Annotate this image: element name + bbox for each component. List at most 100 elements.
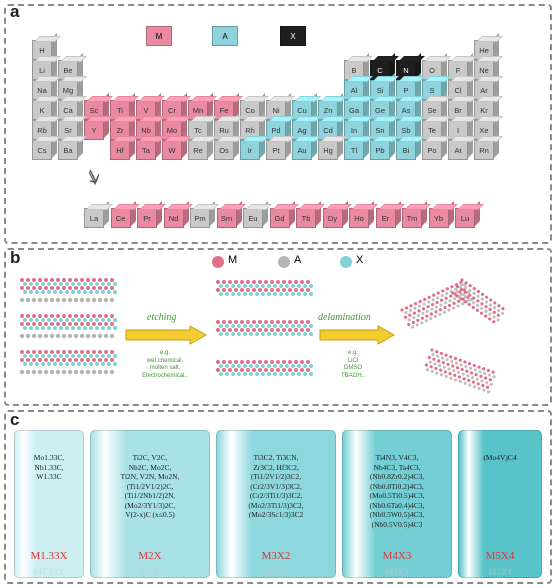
- a-atom: [73, 297, 79, 303]
- m-atom: [282, 288, 286, 292]
- flake-atom: [451, 291, 455, 295]
- flake-atom: [459, 292, 463, 296]
- composition-block-4: Ti4N3, V4C3,Nb4C3, Ta4C3,(Nb0.8Zr0.2)4C3…: [342, 430, 452, 578]
- x-atom: [101, 362, 105, 366]
- m-atom: [98, 350, 102, 354]
- flake-atom: [427, 355, 431, 360]
- m-atom: [74, 322, 78, 326]
- m-atom: [276, 288, 280, 292]
- flake-atom: [469, 371, 474, 375]
- flake-atom: [472, 296, 476, 300]
- m-atom: [104, 322, 108, 326]
- x-atom: [23, 362, 27, 366]
- flake-atom: [433, 362, 437, 366]
- m-atom: [240, 360, 244, 364]
- a-atom: [67, 333, 73, 339]
- flake-atom: [424, 319, 428, 323]
- flake-atom: [501, 311, 505, 315]
- m-atom: [270, 328, 274, 332]
- x-atom: [83, 282, 87, 286]
- x-atom: [237, 292, 241, 296]
- flake-atom: [464, 281, 468, 285]
- a-atom: [19, 297, 25, 303]
- m-atom: [258, 368, 262, 372]
- flake-atom: [436, 291, 440, 295]
- m-atom: [104, 314, 108, 318]
- flake-atom: [467, 302, 471, 307]
- x-atom: [285, 332, 289, 336]
- m-atom: [222, 320, 226, 324]
- m-atom: [80, 322, 84, 326]
- x-atom: [41, 354, 45, 358]
- m-atom: [44, 358, 48, 362]
- a-atom: [61, 333, 67, 339]
- m-atom: [56, 286, 60, 290]
- x-atom: [279, 364, 283, 368]
- x-atom: [285, 292, 289, 296]
- element-dy: Dy: [322, 208, 343, 228]
- x-atom: [303, 284, 307, 288]
- x-atom: [77, 354, 81, 358]
- a-atom: [19, 333, 25, 339]
- flake-atom: [448, 371, 452, 376]
- x-atom: [255, 372, 259, 376]
- a-atom: [49, 297, 55, 303]
- m-atom: [276, 328, 280, 332]
- x-atom: [65, 354, 69, 358]
- flake-atom: [465, 369, 469, 373]
- flake-atom: [434, 305, 439, 309]
- x-atom: [267, 332, 271, 336]
- m-atom: [56, 314, 60, 318]
- m-atom: [306, 368, 310, 372]
- flake-atom: [441, 289, 445, 293]
- x-atom: [89, 326, 93, 330]
- m-atom: [80, 286, 84, 290]
- panel-a: [4, 4, 552, 244]
- flake-atom: [430, 307, 434, 311]
- composition-label: M4X3: [382, 549, 412, 562]
- flake-atom: [458, 380, 462, 384]
- m-atom: [104, 350, 108, 354]
- m-atom: [110, 278, 114, 282]
- x-atom: [243, 292, 247, 296]
- composition-label: M3X2: [261, 549, 291, 562]
- flake-atom: [453, 373, 457, 377]
- x-atom: [95, 290, 99, 294]
- x-atom: [309, 332, 313, 336]
- flake-atom: [441, 361, 445, 365]
- x-atom: [243, 372, 247, 376]
- flake-atom: [468, 383, 472, 387]
- a-atom: [25, 297, 31, 303]
- a-atom: [67, 297, 73, 303]
- flake-atom: [443, 305, 447, 310]
- flake-atom: [440, 294, 444, 298]
- flake-atom: [463, 295, 467, 299]
- x-atom: [89, 318, 93, 322]
- flake-atom: [422, 302, 426, 306]
- x-atom: [41, 282, 45, 286]
- m-atom: [294, 368, 298, 372]
- m-atom: [228, 368, 232, 372]
- legend-b-a-text: A: [294, 254, 302, 266]
- x-atom: [273, 284, 277, 288]
- m-atom: [50, 286, 54, 290]
- flake-atom: [472, 291, 476, 295]
- flake-atom: [423, 297, 427, 302]
- x-atom: [297, 284, 301, 288]
- label-reflection: M5X4: [488, 566, 512, 576]
- x-atom: [59, 354, 63, 358]
- flake-atom: [478, 370, 482, 374]
- x-atom: [309, 364, 313, 368]
- x-atom: [65, 318, 69, 322]
- flake-atom: [474, 373, 478, 377]
- flake-atom: [489, 382, 493, 386]
- x-atom: [35, 326, 39, 330]
- formula-line: (Cr2/3V1/3)3C2,: [250, 481, 302, 491]
- etching-eg-3: Electrochemical..: [142, 372, 188, 379]
- x-atom: [29, 326, 33, 330]
- a-atom: [67, 369, 73, 375]
- element-pr: Pr: [137, 208, 157, 228]
- x-atom: [225, 372, 229, 376]
- m-atom: [92, 314, 96, 318]
- x-atom: [291, 364, 295, 368]
